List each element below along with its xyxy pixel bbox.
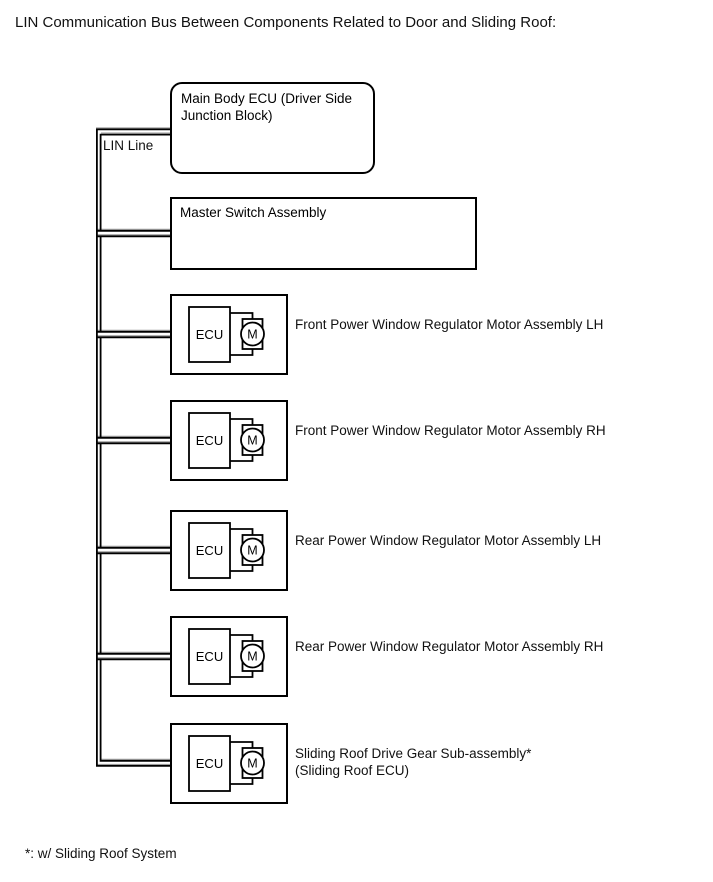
ecu-label: ECU — [196, 649, 223, 664]
component-box-front-pw-motor-rh: ECU M — [170, 400, 288, 481]
motor-m-label: M — [247, 756, 257, 770]
motor-wire — [230, 741, 254, 785]
ecu-motor-schematic: ECU M — [188, 735, 265, 792]
ecu-label: ECU — [196, 327, 223, 342]
ecu-box — [188, 522, 231, 579]
component-label: Front Power Window Regulator Motor Assem… — [295, 423, 606, 438]
motor-circle-icon — [240, 321, 265, 347]
motor-m-label: M — [247, 649, 257, 663]
motor-circle-icon — [240, 427, 265, 453]
component-box-rear-pw-motor-rh: ECU M — [170, 616, 288, 697]
motor-wire — [230, 634, 254, 678]
motor-m-label: M — [247, 433, 257, 447]
component-box-front-pw-motor-lh: ECU M — [170, 294, 288, 375]
ecu-box — [188, 412, 231, 469]
ecu-box — [188, 306, 231, 363]
master-switch-label: Master Switch Assembly — [180, 205, 327, 220]
motor-wire — [230, 312, 254, 356]
component-label: Rear Power Window Regulator Motor Assemb… — [295, 533, 602, 548]
motor-wire — [230, 418, 254, 462]
component-box-sliding-roof-ecu: ECU M — [170, 723, 288, 804]
component-label: Rear Power Window Regulator Motor Assemb… — [295, 639, 604, 654]
ecu-label: ECU — [196, 756, 223, 771]
motor-circle-icon — [240, 643, 265, 669]
ecu-motor-schematic: ECU M — [188, 522, 265, 579]
ecu-label: ECU — [196, 433, 223, 448]
bus-inner-line — [99, 133, 171, 762]
bus-line-shadow — [96, 127, 171, 765]
ecu-box — [188, 735, 231, 792]
lin-line-label: LIN Line — [103, 138, 154, 153]
motor-circle-icon — [240, 750, 265, 776]
bus-stub-lines — [96, 229, 171, 661]
component-label: Sliding Roof Drive Gear Sub-assembly* (S… — [295, 746, 532, 778]
motor-m-label: M — [247, 543, 257, 557]
ecu-box — [188, 628, 231, 685]
ecu-motor-schematic: ECU M — [188, 628, 265, 685]
ecu-motor-schematic: ECU M — [188, 412, 265, 469]
ecu-label: ECU — [196, 543, 223, 558]
ecu-motor-schematic: ECU M — [188, 306, 265, 363]
main-body-ecu-label: Main Body ECU (Driver Side Junction Bloc… — [181, 91, 353, 123]
component-box-rear-pw-motor-lh: ECU M — [170, 510, 288, 591]
motor-wire — [230, 528, 254, 572]
page-title: LIN Communication Bus Between Components… — [15, 14, 557, 31]
bus-outer-line — [96, 128, 171, 767]
motor-circle-icon — [240, 537, 265, 563]
component-label: Front Power Window Regulator Motor Assem… — [295, 317, 604, 332]
motor-m-label: M — [247, 327, 257, 341]
component-box-master-switch: Master Switch Assembly — [170, 197, 477, 270]
footnote: *: w/ Sliding Roof System — [25, 846, 177, 861]
component-box-main-body-ecu: Main Body ECU (Driver Side Junction Bloc… — [170, 82, 375, 174]
